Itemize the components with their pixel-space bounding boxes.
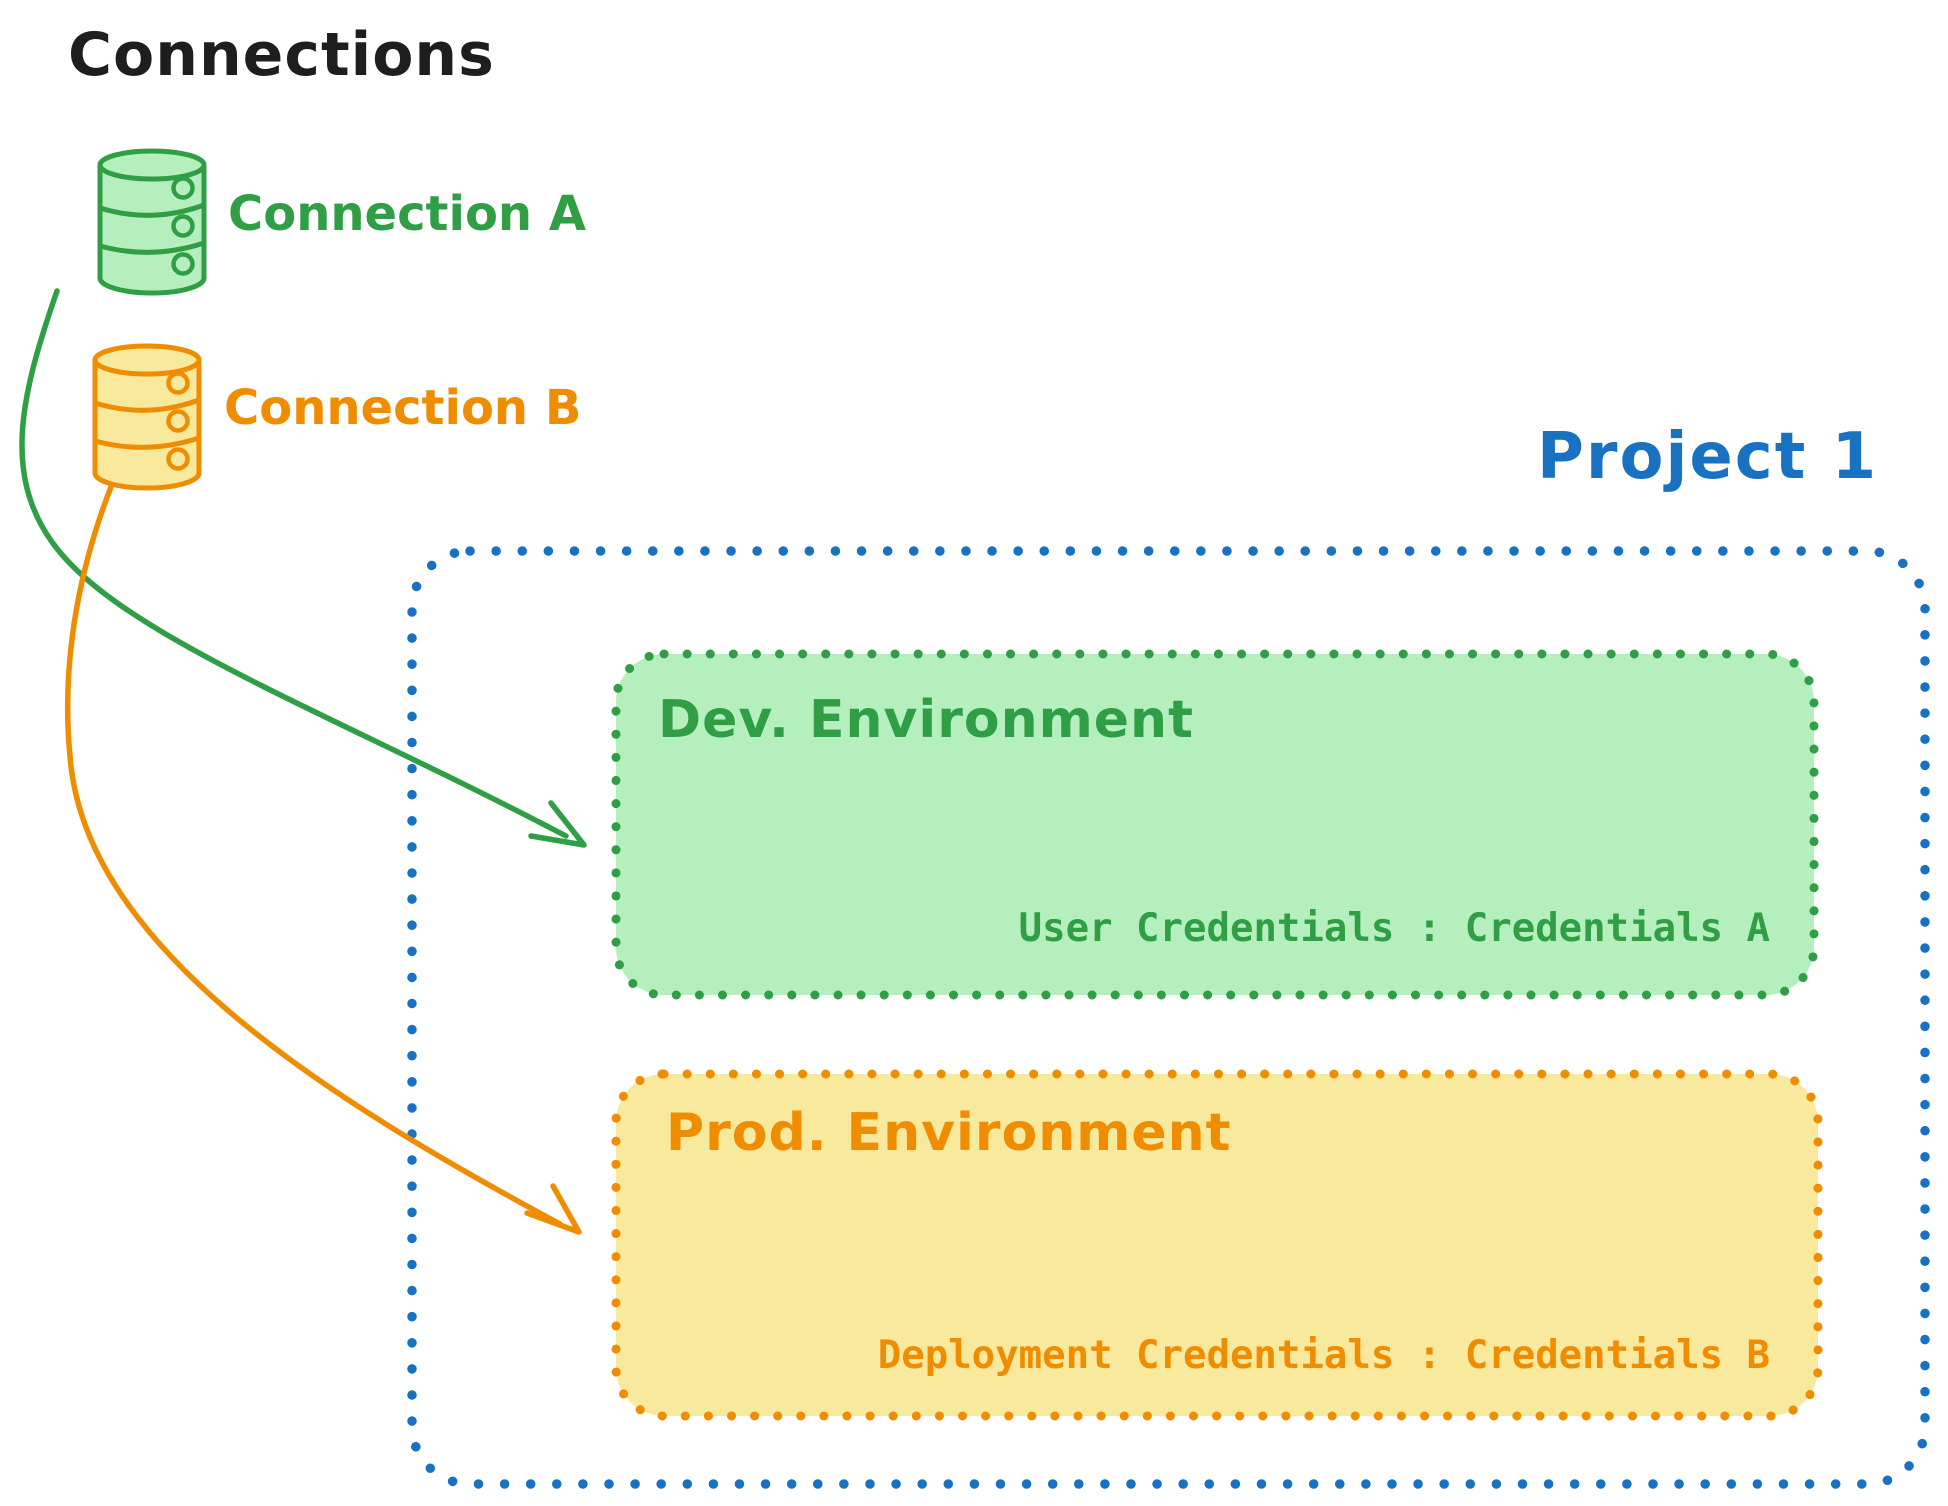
connection-a-label: Connection A [228,186,586,242]
project-1-label: Project 1 [1537,420,1879,494]
prod-environment-credentials: Deployment Credentials : Credentials B [877,1333,1770,1378]
arrowhead-icon [524,1183,582,1235]
dev-environment-credentials: User Credentials : Credentials A [1018,906,1770,951]
prod-environment-title: Prod. Environment [666,1103,1232,1163]
dev-environment-title: Dev. Environment [658,690,1194,750]
connections-title: Connections [68,20,495,90]
connection-b-label: Connection B [224,380,582,436]
connection-a-database-icon [97,148,207,296]
connection-b-arrow [64,484,582,1235]
arrowhead-icon [528,800,587,848]
prod-environment-box [611,1069,1823,1421]
connection-b-database-icon [92,343,202,491]
dev-environment-box [611,649,1819,1000]
